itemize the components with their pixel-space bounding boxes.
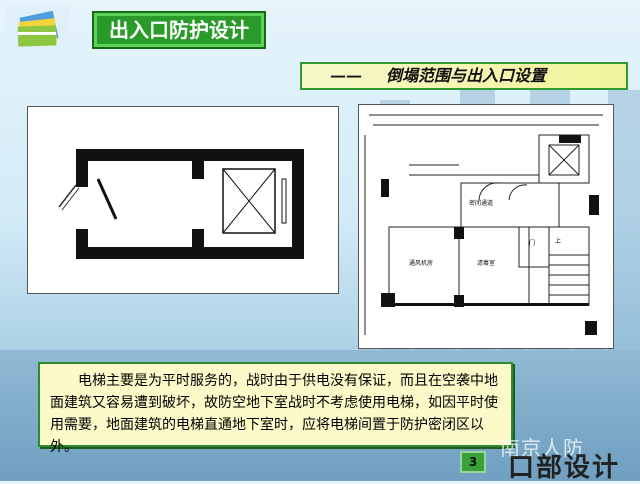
page-title: 出入口防护设计 (94, 13, 264, 47)
label-corridor: 密闭通道 (469, 199, 493, 207)
subtitle-bar: —— 倒塌范围与出入口设置 (300, 62, 628, 90)
basement-plan-diagram: 密闭通道 通风机房 滤毒室 上 门 (358, 104, 614, 349)
basement-plan-drawing: 密闭通道 通风机房 滤毒室 上 门 (364, 114, 603, 335)
elevator-plan-diagram (27, 106, 339, 294)
section-title: 口部设计 (508, 453, 621, 483)
watermark: 南京人防 (500, 436, 584, 460)
subtitle-text: 倒塌范围与出入口设置 (386, 66, 547, 85)
label-upstairs: 上 (555, 237, 561, 245)
page-number: 3 (460, 451, 486, 473)
label-fan-room: 通风机房 (409, 259, 433, 267)
explanation-note: 电梯主要是为平时服务的，战时由于供电没有保证，而且在空袭中地面建筑又容易遭到破坏… (38, 362, 513, 455)
elevator-plan-drawing (58, 149, 304, 259)
label-door: 门 (529, 239, 535, 247)
subtitle-dash: —— (330, 66, 362, 85)
books-logo-icon (6, 4, 70, 54)
label-filter-room: 滤毒室 (477, 259, 495, 267)
